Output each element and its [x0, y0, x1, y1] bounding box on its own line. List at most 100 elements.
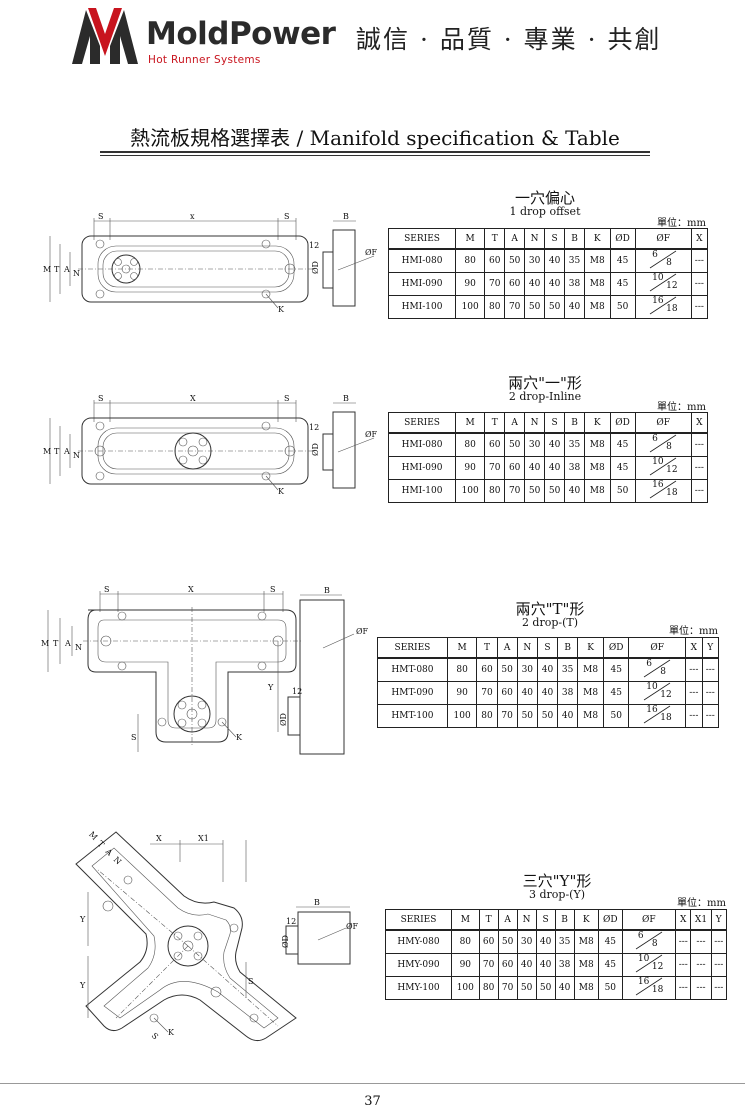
cell-b: 40: [564, 295, 585, 319]
of-bottom-value: 12: [651, 962, 664, 972]
column-header: K: [577, 637, 605, 659]
cell-b: 40: [557, 704, 579, 728]
cell-a: 50: [497, 929, 518, 954]
svg-text:M: M: [43, 265, 51, 274]
cell-n: 40: [516, 953, 537, 977]
cell-m: 80: [450, 929, 480, 954]
svg-text:ØF: ØF: [365, 248, 378, 257]
cell-series: HMI-090: [387, 272, 457, 296]
svg-text:ØF: ØF: [346, 922, 359, 931]
cell-b: 38: [564, 272, 585, 296]
column-header: X: [690, 412, 709, 434]
svg-text:B: B: [343, 212, 349, 221]
cell-b: 38: [557, 681, 579, 705]
cell-s: 50: [544, 295, 566, 319]
cell-x: ---: [675, 929, 692, 954]
of-bottom-value: 8: [666, 442, 672, 452]
svg-text:ØD: ØD: [279, 713, 288, 726]
cell-b: 35: [564, 432, 585, 457]
svg-text:B: B: [343, 394, 349, 403]
cell-series: HMI-090: [387, 456, 457, 480]
column-header: SERIES: [387, 228, 457, 250]
of-top-value: 10: [646, 682, 658, 692]
column-header: T: [484, 228, 506, 250]
cell-x: ---: [690, 479, 709, 503]
cell-a: 70: [497, 976, 518, 1000]
cell-b: 40: [564, 479, 585, 503]
svg-text:x: x: [190, 212, 195, 221]
column-header: SERIES: [385, 909, 452, 931]
page-title: 熱流板規格選擇表 / Manifold specification & Tabl…: [130, 126, 620, 150]
svg-text:Y: Y: [79, 981, 86, 990]
column-header: M: [455, 228, 486, 250]
cell-b: 38: [554, 953, 575, 977]
of-top-value: 16: [652, 480, 664, 490]
of-bottom-value: 12: [660, 690, 672, 700]
cell-b: 35: [554, 929, 575, 954]
cell-n: 30: [516, 929, 537, 954]
of-top-value: 6: [637, 931, 644, 941]
cell-n: 50: [516, 704, 538, 728]
cell-m: 90: [446, 681, 478, 705]
cell-k: M8: [584, 295, 611, 319]
svg-text:S: S: [150, 1031, 160, 1041]
cell-s: 50: [536, 704, 559, 728]
cell-d: 45: [609, 248, 636, 273]
cell-d: 50: [603, 704, 630, 728]
slogan: 誠信 · 品質 · 專業 · 共創: [356, 25, 662, 54]
svg-text:N: N: [112, 855, 123, 866]
cell-b: 38: [564, 456, 585, 480]
of-bottom-value: 18: [666, 304, 678, 314]
svg-text:12: 12: [309, 241, 319, 250]
cell-n: 40: [516, 681, 538, 705]
cell-x1: ---: [690, 929, 712, 954]
of-top-value: 10: [637, 954, 650, 964]
svg-text:12: 12: [309, 423, 319, 432]
svg-text:ØD: ØD: [311, 261, 320, 274]
of-bottom-value: 18: [666, 488, 678, 498]
column-header: A: [504, 412, 526, 434]
cell-a: 50: [504, 248, 526, 273]
cell-n: 30: [524, 248, 546, 273]
cell-m: 80: [446, 657, 478, 682]
column-header: K: [573, 909, 599, 931]
cell-series: HMT-100: [377, 704, 448, 728]
section-title-cn: 一穴偏心: [514, 189, 575, 207]
of-top-value: 16: [637, 977, 650, 987]
column-header: ØF: [621, 909, 677, 931]
cell-n: 50: [524, 295, 546, 319]
column-header: ØD: [603, 637, 630, 659]
column-header: T: [478, 909, 499, 931]
cell-y: ---: [710, 929, 727, 954]
cell-s: 40: [544, 432, 566, 457]
column-header: B: [564, 412, 585, 434]
cell-t: 80: [484, 479, 506, 503]
column-header: X: [690, 228, 709, 250]
cell-d: 45: [609, 432, 636, 457]
unit-label: 單位：mm: [657, 218, 706, 229]
column-header: SERIES: [387, 412, 457, 434]
svg-text:Y: Y: [267, 683, 274, 692]
cell-m: 100: [455, 479, 486, 503]
cell-x: ---: [690, 432, 709, 457]
section-title-en: 1 drop offset: [509, 205, 581, 218]
cell-x: ---: [690, 272, 709, 296]
cell-a: 60: [504, 272, 526, 296]
column-header: M: [446, 637, 478, 659]
cell-k: M8: [584, 248, 611, 273]
cell-a: 60: [496, 681, 518, 705]
svg-text:S: S: [248, 977, 253, 986]
svg-text:T: T: [54, 265, 60, 274]
